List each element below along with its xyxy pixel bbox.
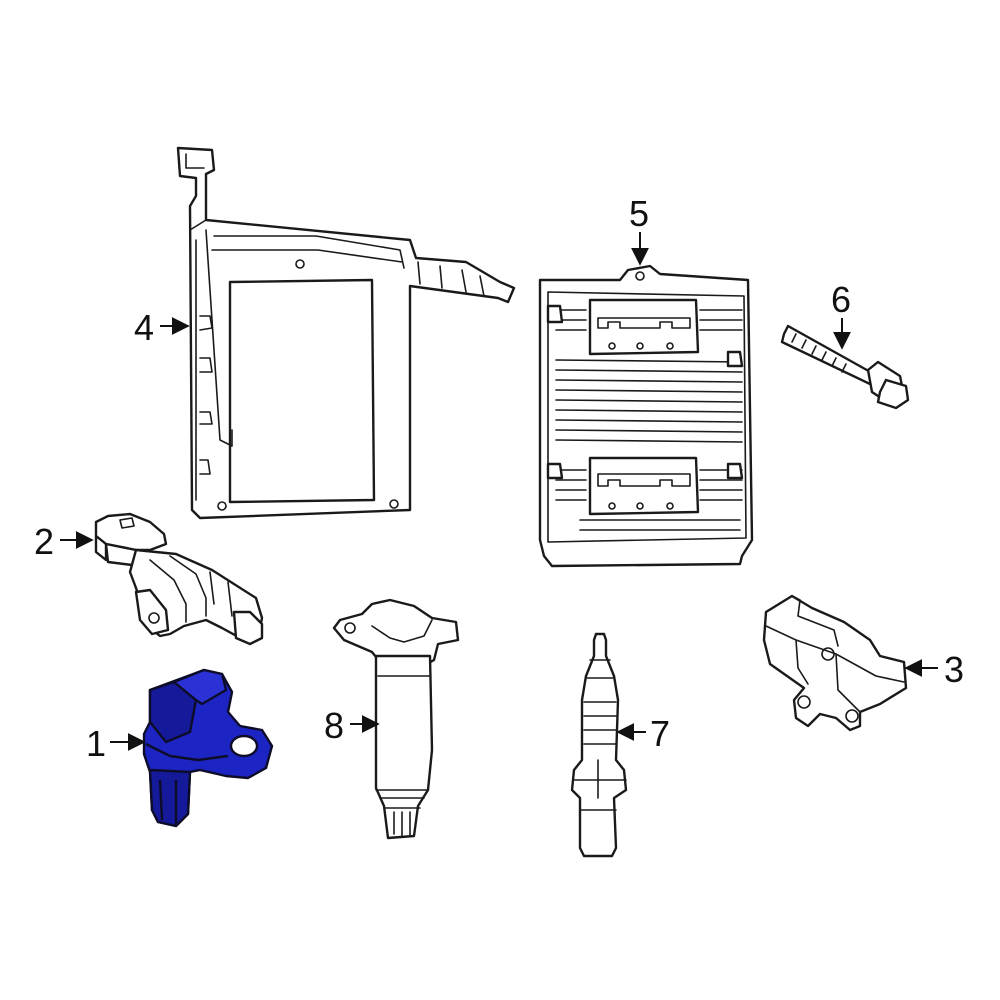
- callout-8: 8: [324, 705, 344, 746]
- callout-7: 7: [650, 713, 670, 754]
- callout-6: 6: [831, 279, 851, 320]
- part-3-sensor[interactable]: [762, 594, 908, 732]
- callout-labels: 4 5 6 2 3 8 7 1: [34, 193, 964, 764]
- part-5-control-module[interactable]: [538, 264, 754, 568]
- part-4-bracket[interactable]: [176, 146, 516, 520]
- callout-2: 2: [34, 521, 54, 562]
- callout-1: 1: [86, 723, 106, 764]
- part-1-sensor-highlighted[interactable]: [142, 668, 274, 828]
- part-8-ignition-coil[interactable]: [332, 598, 460, 840]
- part-7-plug[interactable]: [570, 632, 628, 858]
- callout-3: 3: [944, 649, 964, 690]
- part-6-bolt[interactable]: [780, 324, 910, 410]
- callout-leaders: [60, 232, 938, 751]
- callout-4: 4: [134, 307, 154, 348]
- callout-5: 5: [629, 193, 649, 234]
- part-2-sensor[interactable]: [94, 512, 264, 646]
